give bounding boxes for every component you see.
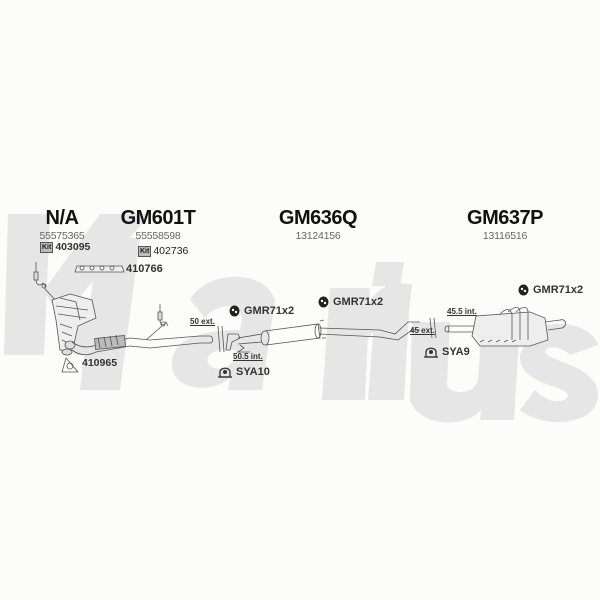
gasket-code-410965[interactable]: 410965 — [82, 357, 118, 369]
catalytic-manifold — [51, 293, 97, 356]
dimension-45-5-int: 45.5 int. — [447, 307, 477, 316]
mounting-gmr71-1[interactable]: GMR71x2 — [229, 305, 294, 317]
clamp-icon — [218, 367, 232, 378]
joint-2-markers — [429, 317, 437, 339]
flange-gasket-icon — [61, 357, 79, 373]
kit-icon: Kit — [138, 245, 152, 257]
kit-number: 402736 — [153, 245, 189, 257]
clamp-icon — [424, 347, 438, 358]
rubber-mount-icon — [229, 305, 240, 317]
dimension-45-ext: 45 ext. — [410, 326, 435, 335]
oem-number-gm601t: 55558598 — [135, 230, 181, 242]
kit-code-gm601t[interactable]: Kit 402736 — [138, 245, 188, 257]
section-title-na: N/A — [45, 207, 79, 229]
rear-silencer — [444, 307, 566, 347]
kit-icon: Kit — [40, 241, 54, 253]
rubber-mount-icon — [318, 296, 329, 308]
section-title-gm636q[interactable]: GM636Q — [278, 207, 358, 229]
kit-code-na[interactable]: Kit 403095 — [40, 241, 90, 253]
dimension-50-5-int: 50.5 int. — [233, 352, 263, 361]
dimension-50-ext: 50 ext. — [190, 317, 215, 326]
mounting-gmr71-3[interactable]: GMR71x2 — [518, 284, 583, 296]
clamp-sya9[interactable]: SYA9 — [424, 346, 470, 358]
oem-number-gm636q: 13124156 — [295, 230, 341, 242]
clamp-sya10[interactable]: SYA10 — [218, 366, 270, 378]
joint-1-markers — [217, 325, 225, 353]
gasket-code-410766[interactable]: 410766 — [126, 263, 163, 275]
section-title-gm601t[interactable]: GM601T — [120, 207, 196, 229]
rubber-mount-icon — [518, 284, 529, 296]
lambda-sensor-right — [145, 304, 169, 341]
lambda-sensor-left — [33, 262, 61, 306]
mounting-gmr71-2[interactable]: GMR71x2 — [318, 296, 383, 308]
oem-number-gm637p: 13116516 — [482, 230, 528, 242]
manifold-gasket-icon — [74, 265, 125, 273]
oem-number-na: 55575365 — [39, 230, 85, 242]
section-title-gm637p[interactable]: GM637P — [467, 207, 543, 229]
centre-silencer — [225, 319, 420, 353]
front-pipe — [64, 334, 214, 356]
kit-number: 403095 — [55, 241, 91, 253]
